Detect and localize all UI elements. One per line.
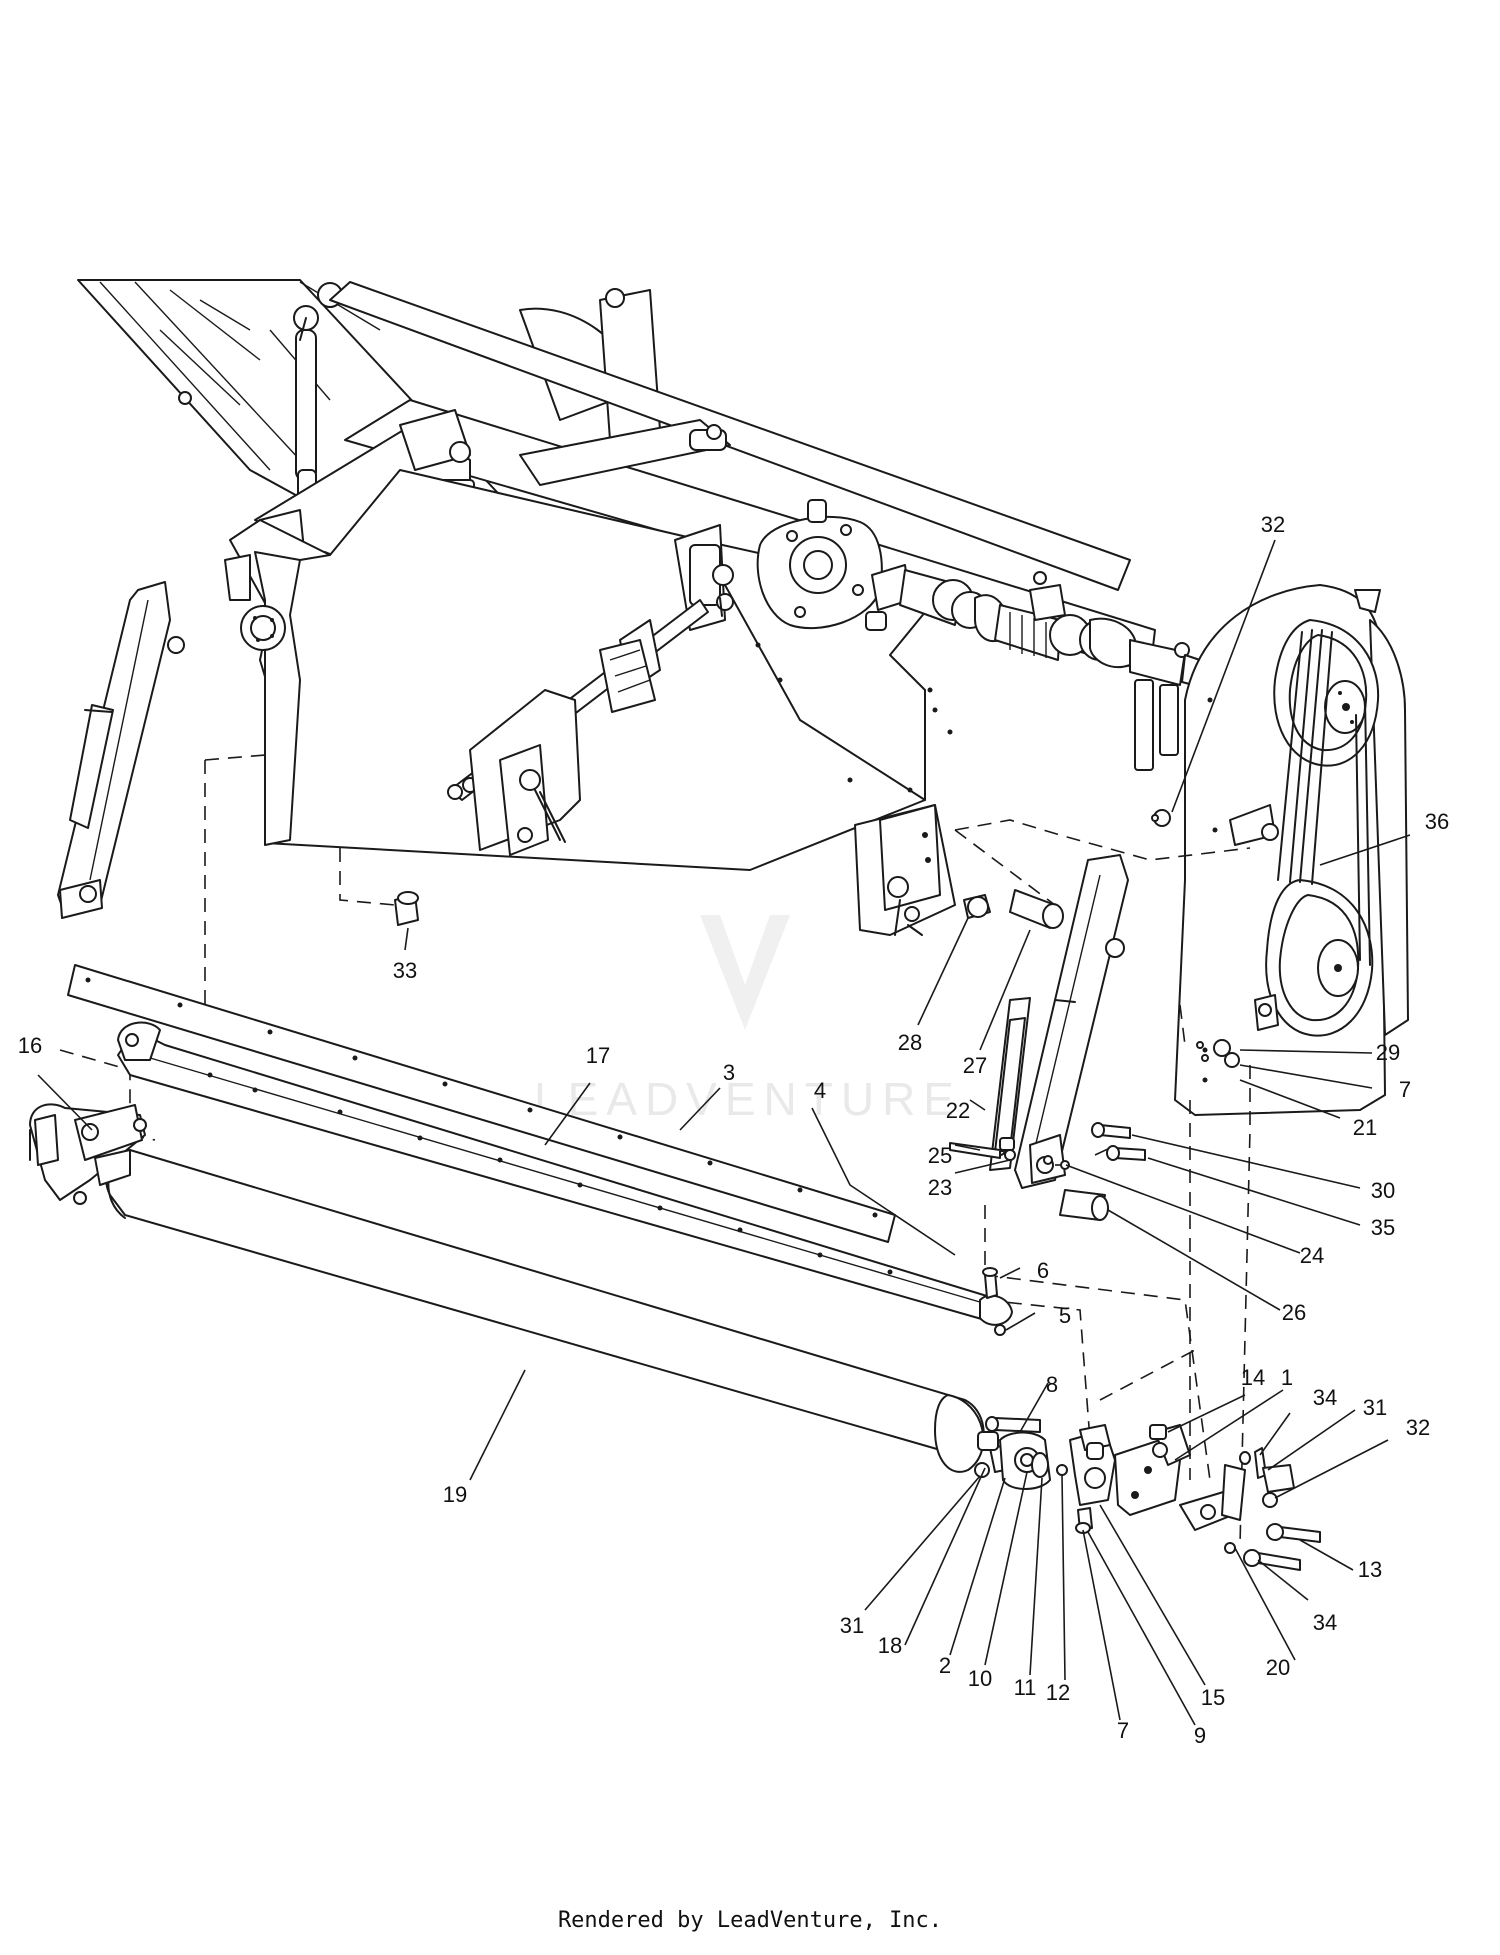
callout-20: 20 bbox=[1266, 1655, 1290, 1680]
callout-13: 13 bbox=[1358, 1557, 1382, 1582]
hydraulic-link bbox=[293, 282, 343, 511]
callout-25: 25 bbox=[928, 1143, 952, 1168]
callout-1: 1 bbox=[1281, 1365, 1293, 1390]
callout-4: 4 bbox=[814, 1078, 826, 1103]
callout-32: 32 bbox=[1261, 512, 1285, 537]
callout-31-right: 31 bbox=[1363, 1395, 1387, 1420]
center-bracket bbox=[674, 524, 734, 631]
callout-17: 17 bbox=[586, 1043, 610, 1068]
callout-12: 12 bbox=[1046, 1680, 1070, 1705]
callout-29: 29 bbox=[1376, 1040, 1400, 1065]
callout-5: 5 bbox=[1059, 1303, 1071, 1328]
callout-18: 18 bbox=[878, 1633, 902, 1658]
belt-guard bbox=[1174, 584, 1409, 1116]
callout-2: 2 bbox=[939, 1653, 951, 1678]
callout-24: 24 bbox=[1300, 1243, 1324, 1268]
callout-19: 19 bbox=[443, 1482, 467, 1507]
callout-31-left: 31 bbox=[840, 1613, 864, 1638]
watermark-text: LEADVENTURE bbox=[534, 1073, 962, 1125]
callout-10: 10 bbox=[968, 1666, 992, 1691]
assembly-lines bbox=[59, 754, 1251, 1546]
callout-33: 33 bbox=[393, 958, 417, 983]
callout-27: 27 bbox=[963, 1053, 987, 1078]
linkage-rod bbox=[447, 599, 709, 856]
callout-28: 28 bbox=[898, 1030, 922, 1055]
roller-right-hardware bbox=[974, 1416, 1321, 1571]
roller-left-bracket bbox=[29, 1103, 147, 1205]
callout-35: 35 bbox=[1371, 1215, 1395, 1240]
callout-16: 16 bbox=[18, 1033, 42, 1058]
small-hardware-cluster bbox=[394, 809, 1240, 1221]
footer-credit: Rendered by LeadVenture, Inc. bbox=[558, 1908, 942, 1933]
callout-23: 23 bbox=[928, 1175, 952, 1200]
right-support-bracket bbox=[854, 804, 956, 936]
callout-21: 21 bbox=[1353, 1115, 1377, 1140]
callout-30: 30 bbox=[1371, 1178, 1395, 1203]
callout-11: 11 bbox=[1014, 1675, 1037, 1700]
callout-32-right: 32 bbox=[1406, 1415, 1430, 1440]
callout-7-upper: 7 bbox=[1399, 1077, 1411, 1102]
callout-3: 3 bbox=[723, 1060, 735, 1085]
spacer-parts bbox=[963, 889, 1064, 929]
callout-14: 14 bbox=[1241, 1365, 1265, 1390]
callout-34-lower: 34 bbox=[1313, 1610, 1337, 1635]
angle-bar bbox=[117, 1021, 1013, 1326]
callout-26: 26 bbox=[1282, 1300, 1306, 1325]
callout-7-lower: 7 bbox=[1117, 1718, 1129, 1743]
callout-labels: 32 36 33 16 17 3 4 28 27 29 7 21 22 25 2… bbox=[18, 512, 1449, 1748]
callout-34-upper: 34 bbox=[1313, 1385, 1337, 1410]
callout-9: 9 bbox=[1194, 1723, 1206, 1748]
leader-lines bbox=[37, 539, 1411, 1726]
callout-6: 6 bbox=[1037, 1258, 1049, 1283]
left-side-arm bbox=[57, 581, 185, 919]
callout-36: 36 bbox=[1425, 809, 1449, 834]
bolt-and-nut bbox=[982, 1267, 1006, 1336]
callout-8: 8 bbox=[1046, 1372, 1058, 1397]
roller bbox=[105, 1149, 985, 1473]
callout-22: 22 bbox=[946, 1098, 970, 1123]
callout-15: 15 bbox=[1201, 1685, 1225, 1710]
gearbox-driveline bbox=[756, 499, 1216, 771]
